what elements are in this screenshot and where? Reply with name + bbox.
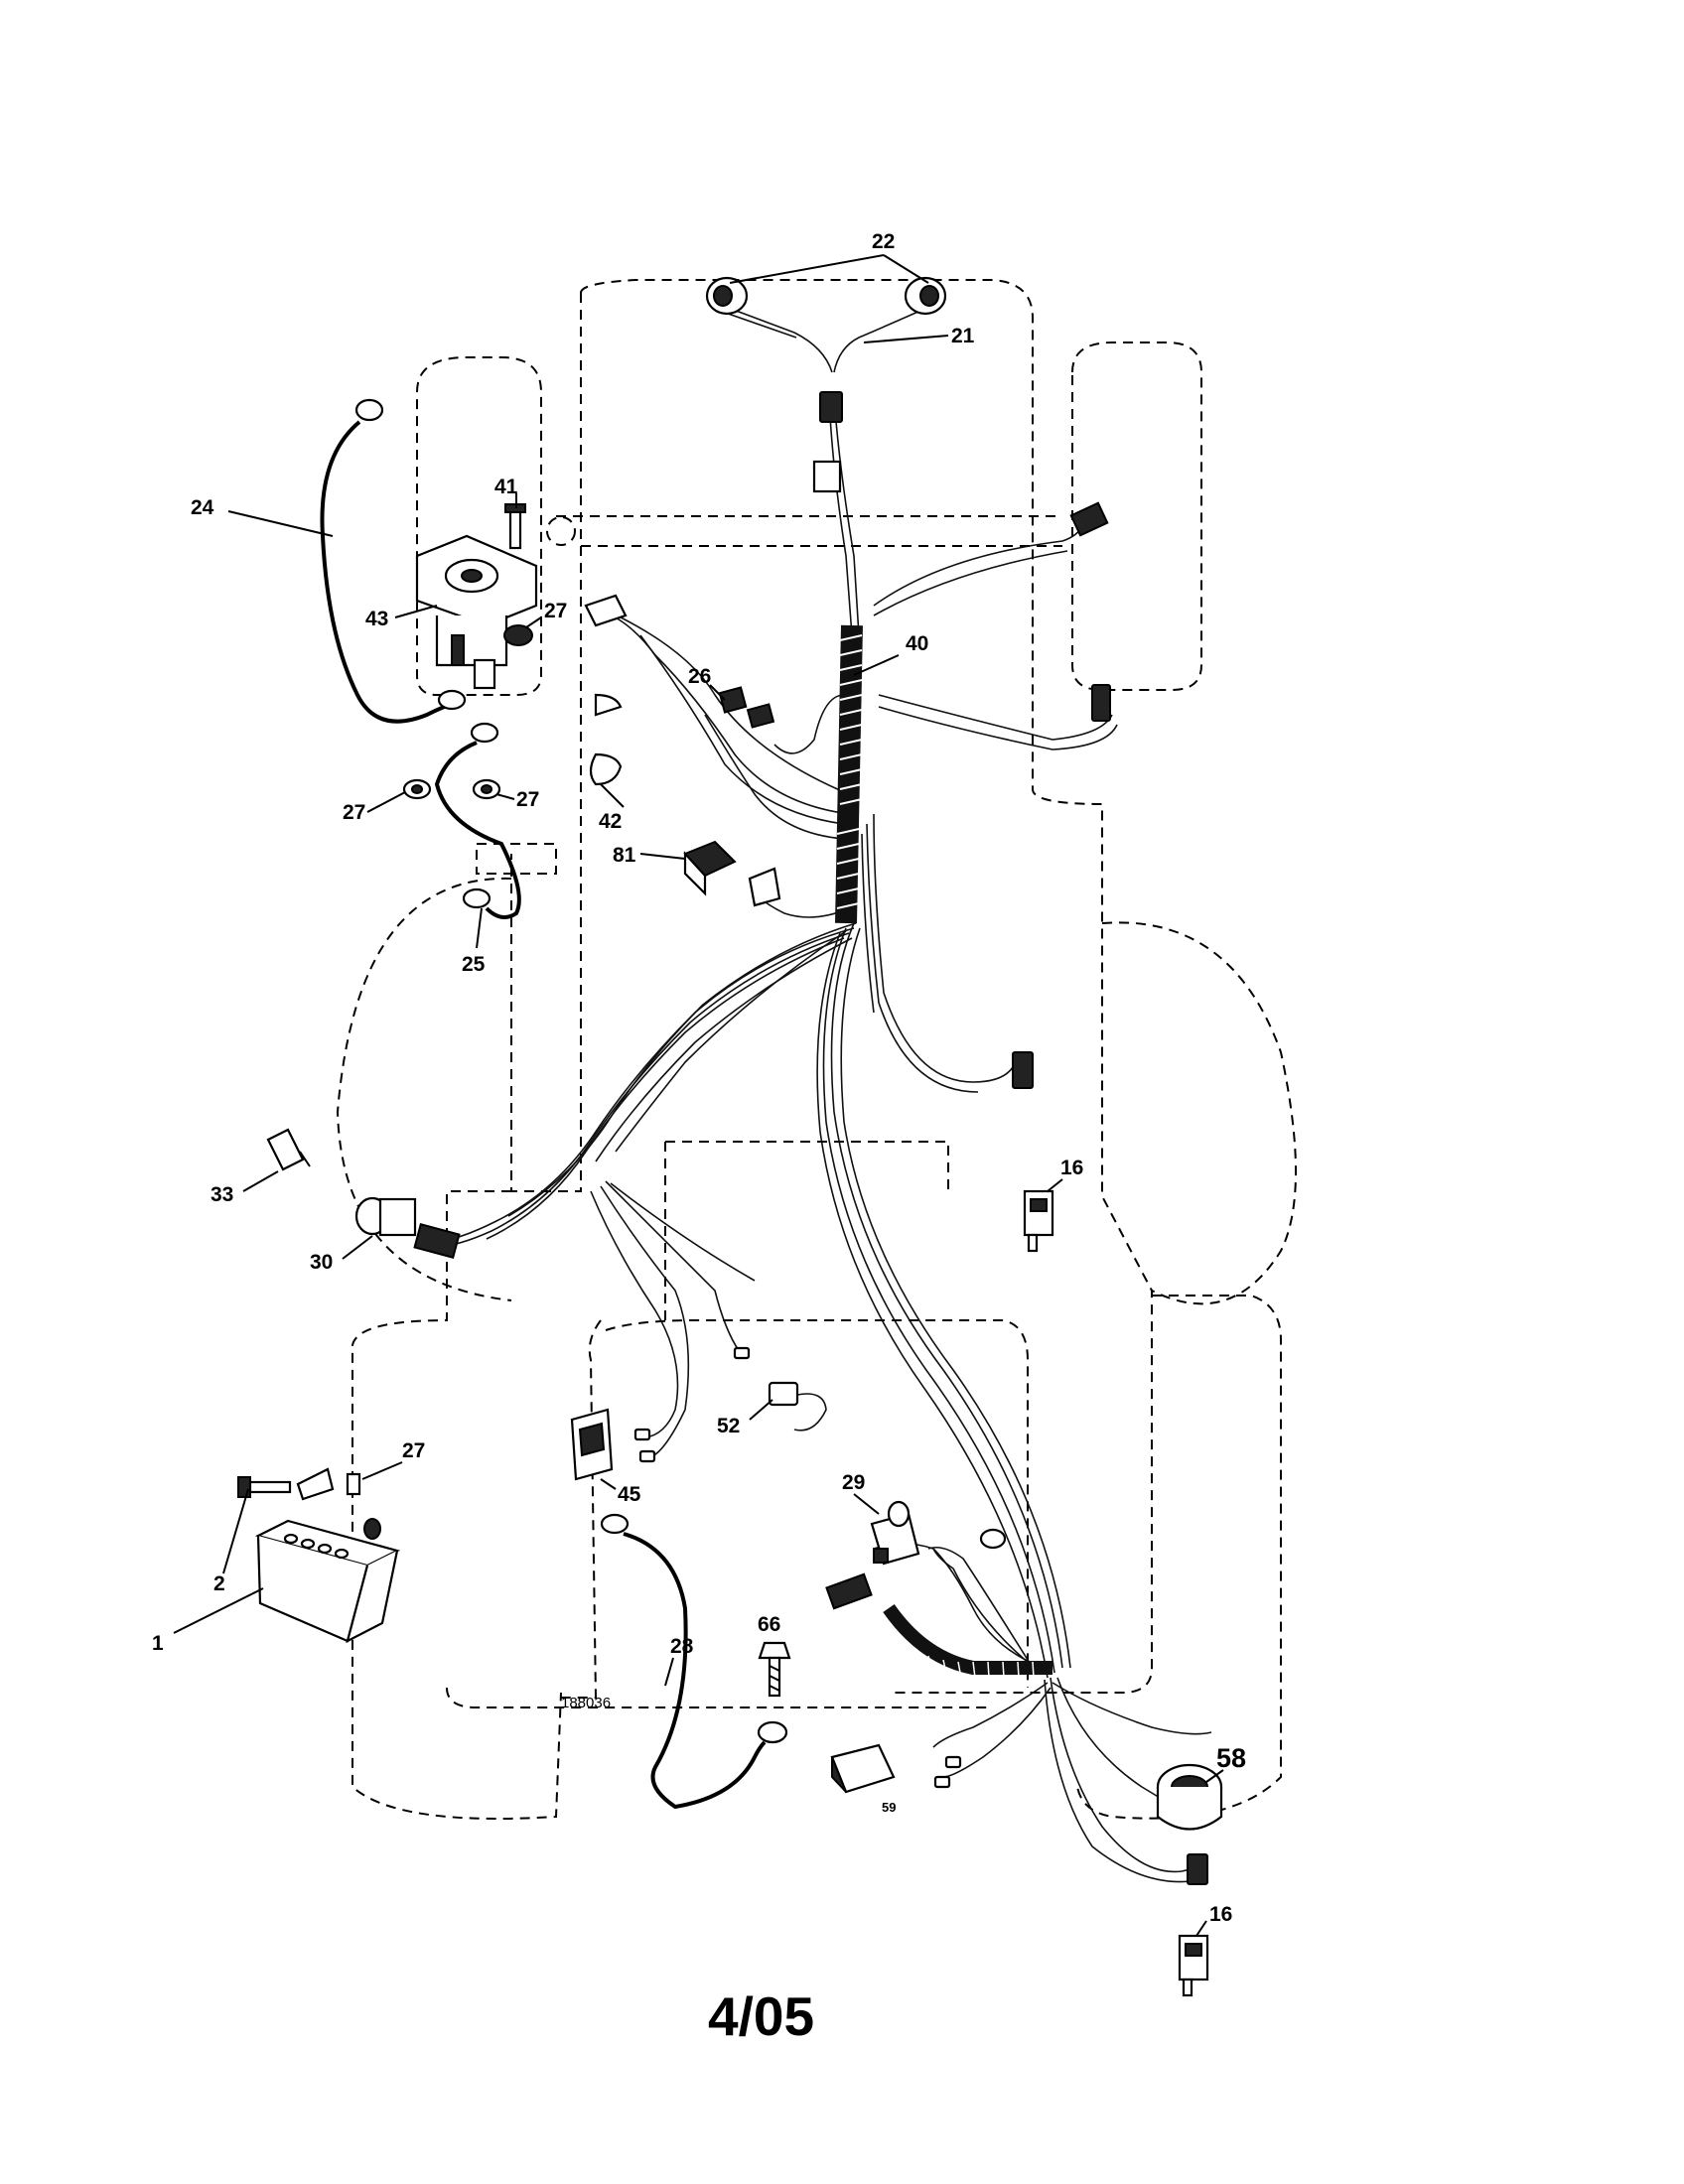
switch-16-upper [1023,1189,1054,1253]
module-59 [830,1743,896,1794]
battery-strap [296,1467,361,1501]
harness-conduit-lower [883,1603,1052,1679]
callout-58: 58 [1216,1743,1246,1773]
callout-81: 81 [613,844,636,867]
connector-26 [718,686,775,729]
callout-30: 30 [310,1251,333,1274]
harness-conduit-40 [835,624,863,924]
cable-24 [320,398,467,724]
pto-clutch-58 [1156,1763,1223,1831]
callout-52: 52 [717,1415,740,1437]
callout-59: 59 [882,1800,896,1815]
battery-1 [254,1518,401,1644]
callout-labels: 22 21 24 41 43 27 40 26 27 27 42 81 25 1… [152,230,1246,2047]
clip-42 [584,594,628,786]
tractor-outline [336,279,1297,1820]
headlight-left [705,276,749,316]
callout-27-right: 27 [516,788,539,811]
callout-16-upper: 16 [1060,1157,1083,1179]
callout-28: 28 [670,1635,694,1658]
connector-plug [825,1572,873,1610]
callout-33: 33 [210,1183,233,1206]
connector-right-lower [1091,684,1111,722]
switch-16-lower [1178,1934,1209,1997]
module-45 [570,1408,614,1481]
callout-45: 45 [618,1483,641,1506]
callout-43: 43 [365,608,388,630]
headlight-right [904,276,947,316]
revision-date: 4/05 [708,1985,814,2047]
nut-27-right [472,778,501,800]
bolt-66 [758,1641,791,1698]
callout-22: 22 [872,230,895,253]
starter-solenoid [415,534,538,690]
callout-29: 29 [842,1471,865,1494]
screw-41 [504,503,526,550]
callout-27-top: 27 [544,600,567,622]
switch-29 [870,1500,920,1566]
callout-41: 41 [494,476,518,498]
nut-27-top [503,624,533,646]
callout-27-left: 27 [343,801,365,824]
callout-16-lower: 16 [1209,1903,1232,1926]
ignition-key-33 [266,1128,311,1171]
callout-66: 66 [758,1613,780,1636]
cable-25 [434,722,521,919]
leader-lines [173,254,1224,1937]
callout-21: 21 [951,325,975,347]
callout-27-battery: 27 [402,1439,425,1462]
cable-28 [600,1513,788,1810]
wire-terminals [633,1346,1007,1789]
connector-right-upper [1069,501,1109,537]
callout-26: 26 [688,665,711,688]
connector-near-58 [1187,1853,1208,1885]
callout-25: 25 [462,953,486,976]
relay-81 [683,840,781,907]
nut-27-left [402,778,432,800]
callout-2: 2 [213,1572,225,1595]
connector-near-16 [1012,1051,1034,1089]
callout-1: 1 [152,1632,164,1655]
drawing-number: 188036 [561,1695,611,1711]
callout-40: 40 [906,632,928,655]
connector-52 [768,1381,827,1432]
callout-24: 24 [191,496,214,519]
headlight-connector [812,391,843,493]
ignition-switch-30 [354,1196,461,1259]
callout-42: 42 [599,810,622,833]
